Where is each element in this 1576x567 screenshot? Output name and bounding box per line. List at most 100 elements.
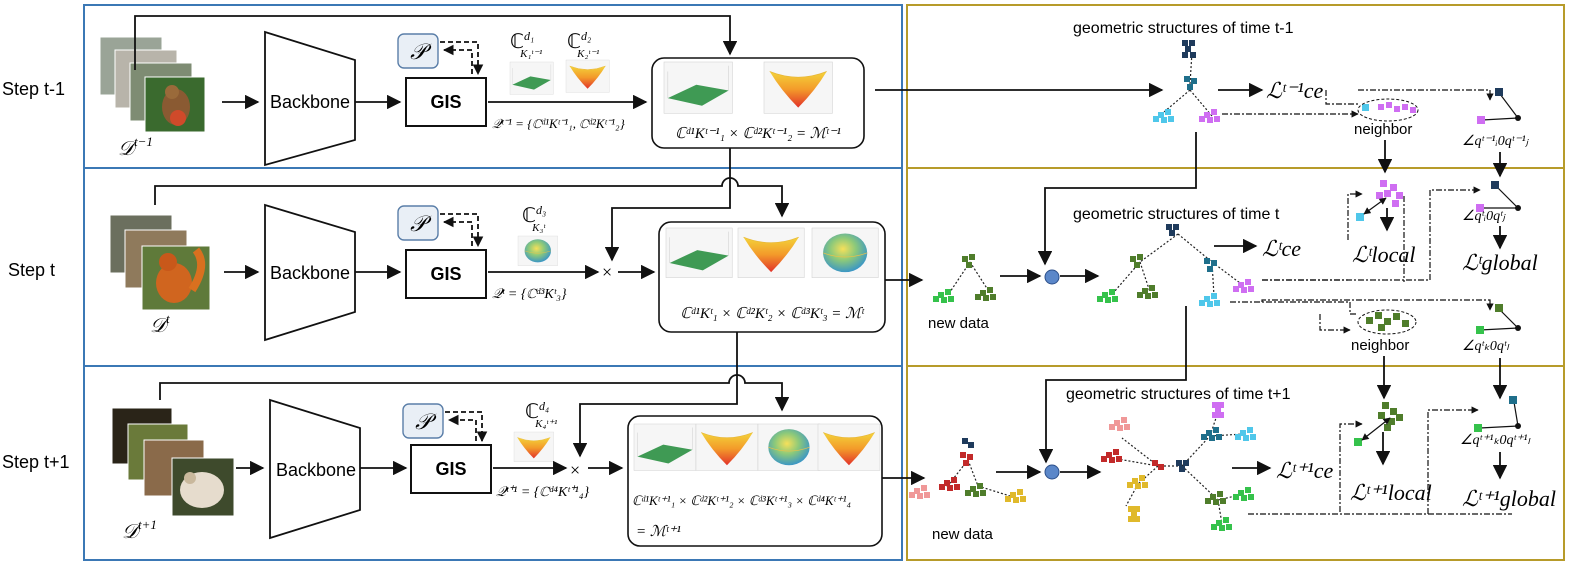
cluster-point xyxy=(1176,460,1182,466)
cluster-point xyxy=(1149,285,1155,291)
cluster-point xyxy=(954,484,960,490)
cluster-point xyxy=(1248,494,1254,500)
cluster-point xyxy=(909,492,915,498)
cluster-point xyxy=(1134,506,1140,512)
cluster-point xyxy=(1168,116,1174,122)
cluster-point xyxy=(1394,106,1400,112)
cluster-point xyxy=(1199,116,1205,122)
q-formula-t-1: 𝒬ᵗ⁻¹ = {ℂᵈ¹Kᵗ⁻¹₁, ℂᵈ²Kᵗ⁻¹₂} xyxy=(492,116,626,131)
cluster-point xyxy=(1204,112,1210,118)
cluster-point xyxy=(1173,224,1179,230)
cluster-point xyxy=(1142,288,1148,294)
cluster-point xyxy=(1210,494,1216,500)
manifold-bowl-t+1 xyxy=(695,423,759,471)
plane-thumb-c1 xyxy=(509,61,554,95)
cluster-point xyxy=(1201,434,1207,440)
newdata-t+1 xyxy=(909,438,1026,503)
cluster-point xyxy=(1211,109,1217,115)
cluster-point xyxy=(1185,46,1191,52)
cluster-point xyxy=(963,460,969,466)
neighbor-points-t xyxy=(1366,312,1409,331)
angle-label-t-ij: ∠qᵗᵢ0qᵗⱼ xyxy=(1462,209,1506,224)
manifold-plane-t+1 xyxy=(633,423,697,471)
loss-local-t: ℒᵗlocal xyxy=(1352,242,1416,267)
cluster-point xyxy=(1218,402,1224,408)
backbone-label-t+1: Backbone xyxy=(276,460,356,480)
cluster-point xyxy=(1211,260,1217,266)
cluster-point xyxy=(1124,424,1130,430)
gis-block-t-1 xyxy=(405,77,487,127)
cluster-point xyxy=(951,477,957,483)
dataset-label-t+1: 𝒟t+1 xyxy=(122,517,157,543)
cluster-point xyxy=(939,484,945,490)
dataset-label-t: 𝒟t xyxy=(150,311,170,337)
step-label-t-1: Step t-1 xyxy=(2,79,65,99)
cluster-point xyxy=(1219,525,1225,531)
cluster-point xyxy=(1137,254,1143,260)
cluster-point xyxy=(1114,420,1120,426)
otimes-t xyxy=(1044,269,1060,285)
geo-title-t: geometric structures of time t xyxy=(1073,206,1280,223)
cluster-point xyxy=(1220,498,1226,504)
cluster-point xyxy=(1206,430,1212,436)
cluster-point xyxy=(1005,496,1011,502)
backbone-block-t-1 xyxy=(264,30,356,167)
cluster-point xyxy=(1238,490,1244,496)
cluster-point xyxy=(1233,494,1239,500)
manifold-plane-t xyxy=(665,227,733,279)
cluster-point xyxy=(1226,524,1232,530)
angle-diagram-t-kl xyxy=(1476,304,1521,334)
cluster-point xyxy=(1212,412,1218,418)
cluster-point xyxy=(1207,266,1213,272)
cluster-point xyxy=(975,294,981,300)
step-label-t+1: Step t+1 xyxy=(2,452,70,472)
cluster-point xyxy=(1158,464,1164,470)
cluster-point xyxy=(1161,117,1167,123)
p-box-t xyxy=(397,205,439,241)
backbone-label-t-1: Backbone xyxy=(270,92,350,112)
angle-diagram-t+1 xyxy=(1474,396,1521,432)
cluster-point xyxy=(1213,427,1219,433)
manifold-sphere-t+1 xyxy=(757,423,821,471)
cluster-point xyxy=(948,296,954,302)
cluster-point xyxy=(938,292,944,298)
backbone-label-t: Backbone xyxy=(270,263,350,283)
cluster-point xyxy=(968,442,974,448)
gis-label-t: GIS xyxy=(430,264,461,284)
cluster-point xyxy=(1017,489,1023,495)
cluster-point xyxy=(980,490,986,496)
cluster-point xyxy=(1241,287,1247,293)
cluster-point xyxy=(1217,491,1223,497)
cluster-point xyxy=(1105,297,1111,303)
cluster-point xyxy=(1362,104,1369,111)
cluster-point xyxy=(1189,40,1195,46)
cluster-point xyxy=(1241,495,1247,501)
angle-label-t-kl: ∠qᵗₖ0qᵗₗ xyxy=(1462,339,1510,354)
cluster-point xyxy=(1121,417,1127,423)
image-stack-red-squirrels-t xyxy=(109,214,211,311)
angle-label-t-1: ∠qᵗ⁻¹ᵢ0qᵗ⁻¹ⱼ xyxy=(1462,134,1530,149)
cluster-point xyxy=(1130,256,1136,262)
cluster-point xyxy=(1240,430,1246,436)
cluster-point xyxy=(1109,424,1115,430)
loss-local-t+1: ℒᵗ⁺¹local xyxy=(1350,480,1432,505)
p-box-t+1 xyxy=(402,403,444,439)
cluster-point xyxy=(1207,117,1213,123)
cluster-point xyxy=(1215,407,1221,413)
cluster-point xyxy=(1184,76,1190,82)
cluster-point xyxy=(1204,258,1210,264)
cluster-point xyxy=(973,491,979,497)
cluster-point xyxy=(1127,482,1133,488)
local-diagram-t+1 xyxy=(1354,402,1403,446)
cluster-point xyxy=(1165,109,1171,115)
cluster-point xyxy=(1247,427,1253,433)
angle-diagram-t-1 xyxy=(1477,88,1521,124)
gis-label-t+1: GIS xyxy=(435,459,466,479)
dataset-label-t-1: 𝒟t−1 xyxy=(118,134,153,160)
cluster-point xyxy=(1205,498,1211,504)
cluster-point xyxy=(1216,520,1222,526)
cluster-point xyxy=(1216,434,1222,440)
